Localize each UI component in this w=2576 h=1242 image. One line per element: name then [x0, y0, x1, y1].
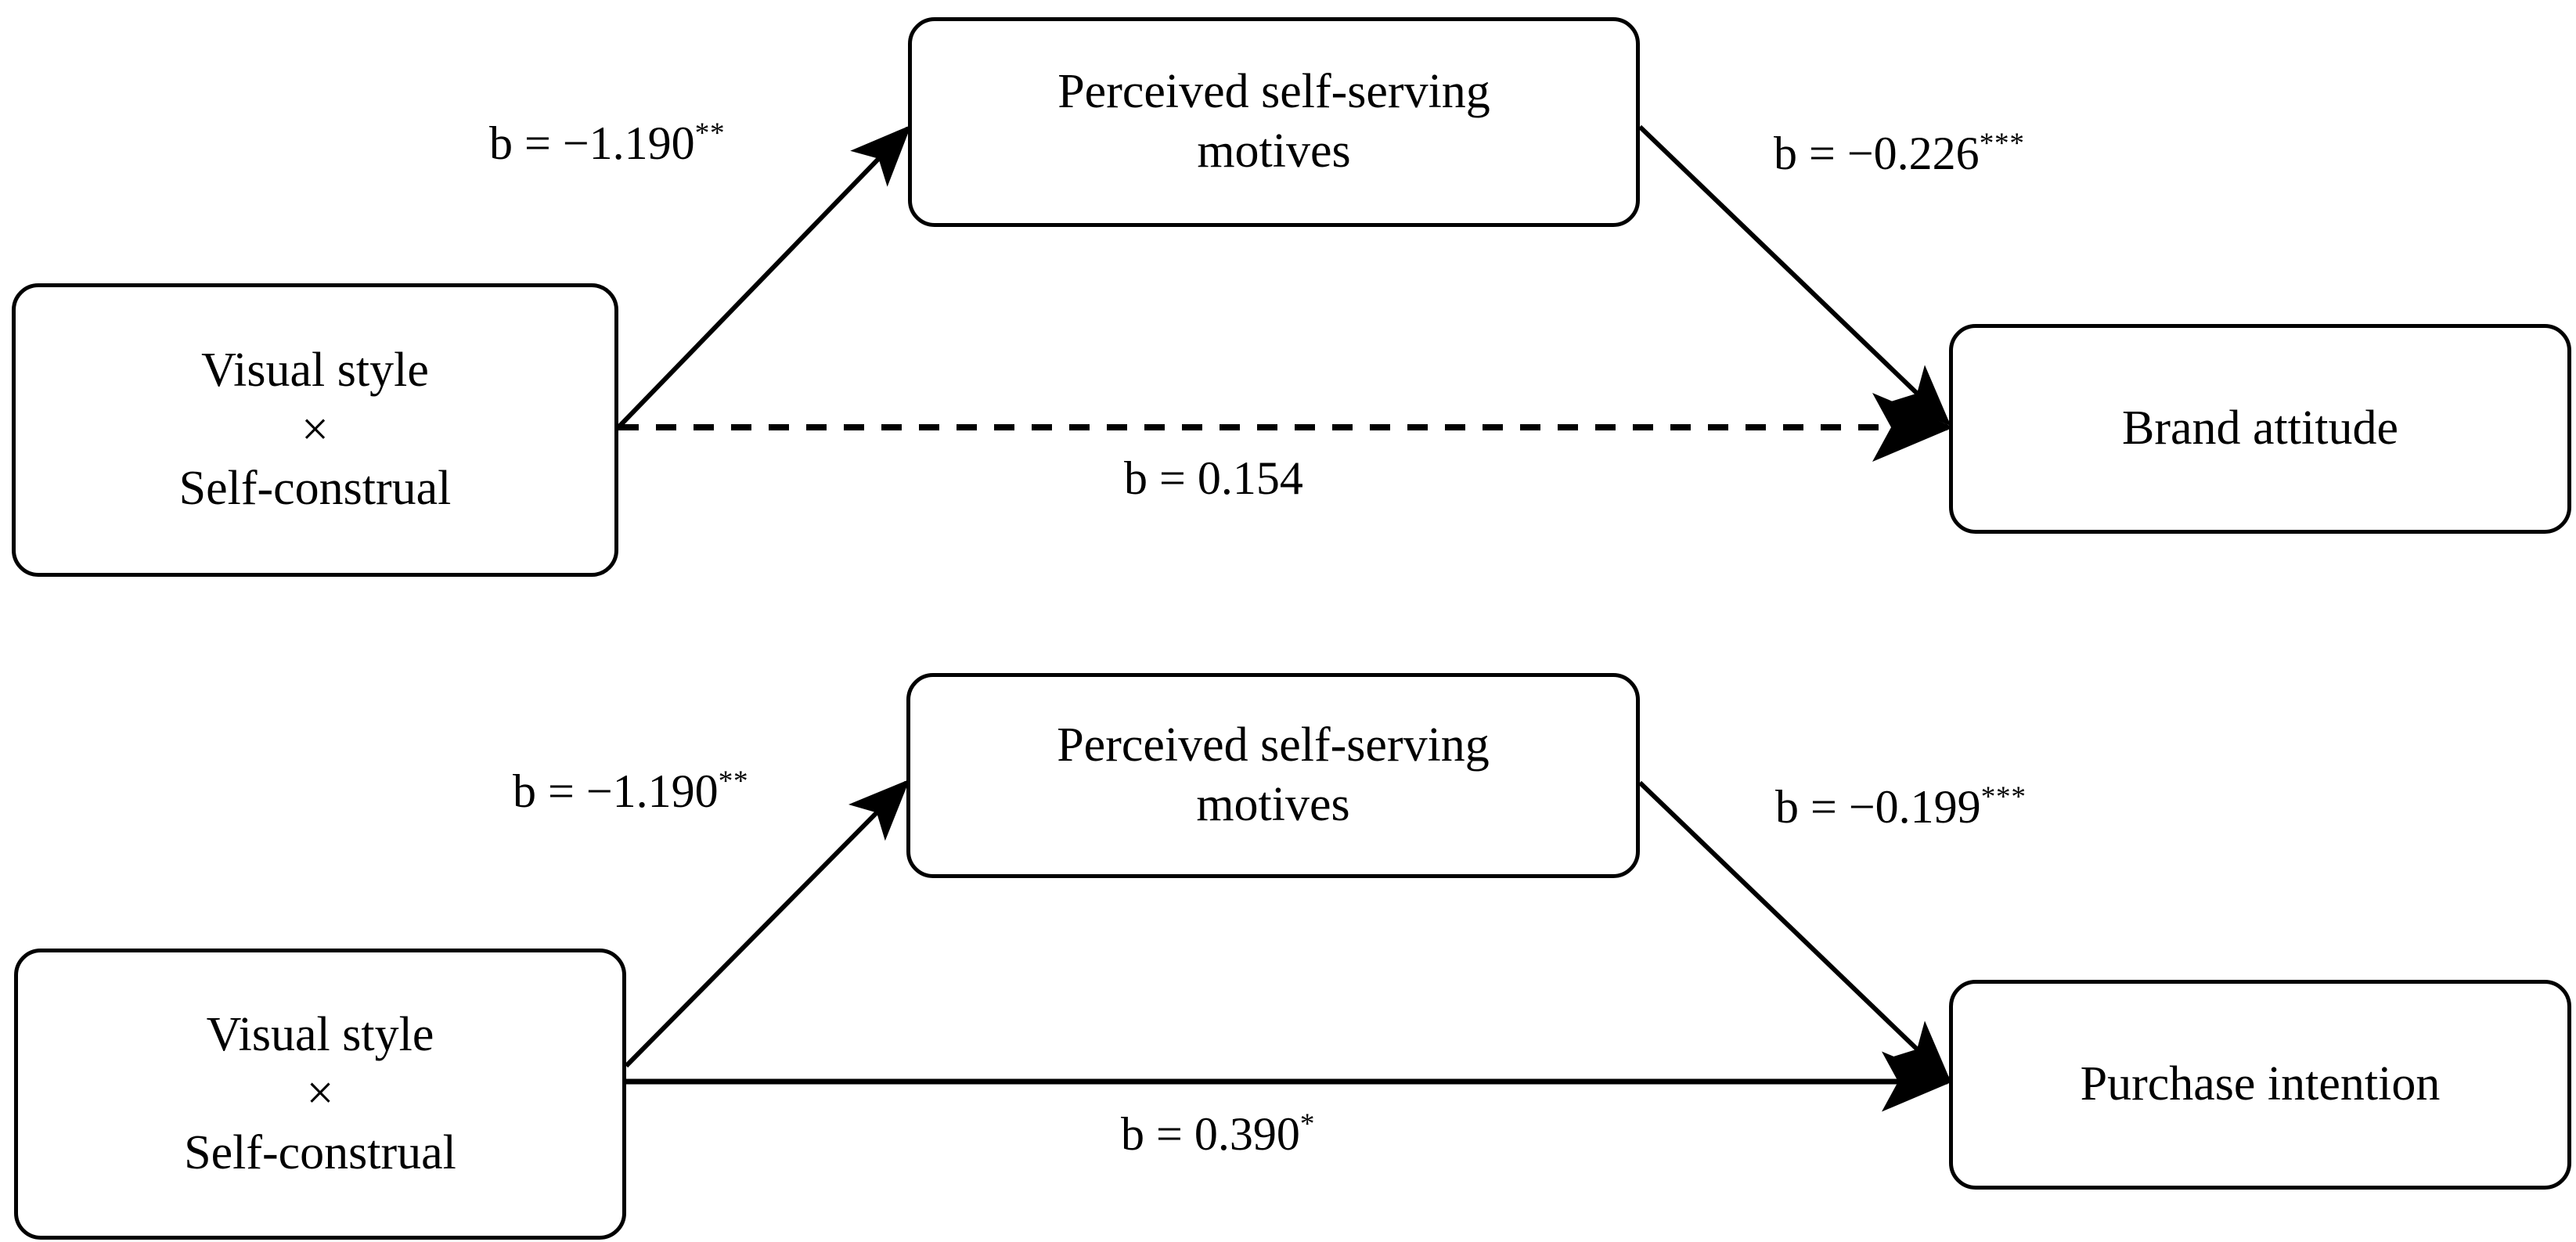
path-c-significance-stars-bottom: *	[1299, 1108, 1316, 1140]
node-dependent-variable-brand-attitude: Brand attitude	[1949, 324, 2571, 534]
path-a-label-top: b = −1.190**	[489, 119, 725, 167]
path-a-coefficient-top: b = −1.190	[489, 117, 695, 169]
node-mediator-bottom: Perceived self-serving motives	[906, 673, 1640, 878]
node-label: Brand attitude	[2122, 401, 2398, 455]
path-a-line-top	[616, 124, 912, 430]
node-label: Purchase intention	[2080, 1057, 2441, 1111]
path-a-line-bottom	[624, 779, 910, 1068]
path-a-coefficient-bottom: b = −1.190	[513, 765, 719, 817]
node-label: Perceived self-serving motives	[1057, 65, 1490, 178]
node-label: Visual style × Self-construal	[178, 344, 452, 516]
node-dependent-variable-purchase-intention: Purchase intention	[1949, 980, 2571, 1190]
node-independent-variable-bottom: Visual style × Self-construal	[14, 949, 626, 1240]
node-label: Visual style × Self-construal	[184, 1007, 456, 1179]
path-a-label-bottom: b = −1.190**	[513, 767, 748, 815]
path-c-coefficient-bottom: b = 0.390	[1121, 1108, 1300, 1160]
node-independent-variable-top: Visual style × Self-construal	[12, 283, 618, 577]
path-a-significance-stars-top: **	[694, 117, 726, 149]
path-b-significance-stars-bottom: ***	[1980, 781, 2027, 813]
path-b-coefficient-top: b = −0.226	[1774, 128, 1980, 179]
path-b-label-bottom: b = −0.199***	[1775, 783, 2027, 830]
path-b-significance-stars-top: ***	[1979, 128, 2025, 160]
node-mediator-top: Perceived self-serving motives	[908, 17, 1640, 227]
path-b-coefficient-bottom: b = −0.199	[1775, 781, 1981, 833]
path-a-significance-stars-bottom: **	[718, 765, 749, 797]
path-c-label-top: b = 0.154	[1124, 454, 1303, 502]
path-c-coefficient-top: b = 0.154	[1124, 452, 1303, 504]
node-label: Perceived self-serving motives	[1057, 718, 1490, 831]
path-b-label-top: b = −0.226***	[1774, 129, 2025, 177]
path-c-label-bottom: b = 0.390*	[1121, 1110, 1315, 1157]
